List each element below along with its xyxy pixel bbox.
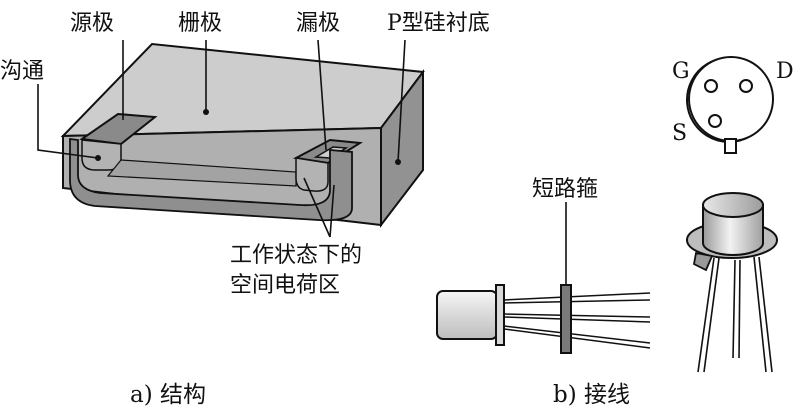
caption-structure: a) 结构 <box>130 382 206 408</box>
channel-region <box>106 159 297 187</box>
space-charge-label-line2: 空间电荷区 <box>230 273 340 298</box>
lead-3-bottom <box>503 328 651 349</box>
pinout-tab <box>724 138 737 154</box>
substrate-dot <box>395 159 401 165</box>
pin-d-hole <box>739 79 753 93</box>
substrate-side-face <box>380 69 424 228</box>
pin-s-label: S <box>672 121 687 146</box>
leg-1 <box>697 257 715 373</box>
leg-2-b <box>738 259 741 359</box>
pinout-view: G D S <box>672 56 794 154</box>
perspective-transistor <box>686 192 778 373</box>
substrate-label: P型硅衬底 <box>387 11 490 36</box>
pin-s-hole <box>708 114 722 128</box>
side-view-transistor: 短路箍 <box>436 177 651 354</box>
source-label: 源极 <box>70 11 114 36</box>
shorting-ring <box>560 284 572 354</box>
leg-1-b <box>703 257 720 373</box>
lead-2-bottom <box>503 316 651 323</box>
charge-leader-2 <box>329 184 335 238</box>
wiring-diagram: G D S 短路箍 <box>436 56 794 408</box>
lead-1-top <box>503 292 651 301</box>
side-cap <box>436 290 498 340</box>
pin-g-hole <box>704 79 718 93</box>
lead-2-top <box>503 313 651 318</box>
structure-diagram: 源极 栅极 漏极 P型硅衬底 沟通 工作状态下的 空间电荷区 a) 结构 <box>0 11 490 408</box>
channel-leader <box>37 84 99 159</box>
leg-2 <box>732 259 736 359</box>
drain-label: 漏极 <box>296 11 340 36</box>
pin-d-label: D <box>776 59 794 84</box>
side-flange <box>495 284 505 346</box>
can-top-3d <box>702 192 764 218</box>
shorting-ring-label: 短路箍 <box>532 177 598 202</box>
charge-leader-1 <box>303 177 331 238</box>
lead-3-top <box>503 325 651 344</box>
gate-dot <box>203 109 209 115</box>
can-body-3d <box>702 204 764 256</box>
leg-3-b <box>758 256 773 373</box>
lead-1-bottom <box>503 299 651 304</box>
channel-dot <box>95 155 101 161</box>
tab-3d <box>692 251 714 272</box>
gate-label: 栅极 <box>178 11 222 36</box>
n-region-source <box>81 139 122 171</box>
caption-wiring: b) 接线 <box>553 382 630 408</box>
drain-leader <box>317 39 327 151</box>
channel-label: 沟通 <box>0 59 44 84</box>
pin-g-label: G <box>672 59 690 84</box>
space-charge-label-line1: 工作状态下的 <box>230 243 362 268</box>
substrate-leader <box>397 39 406 163</box>
space-charge-region <box>69 137 353 222</box>
n-region-drain <box>295 157 329 192</box>
leg-3 <box>753 256 767 373</box>
